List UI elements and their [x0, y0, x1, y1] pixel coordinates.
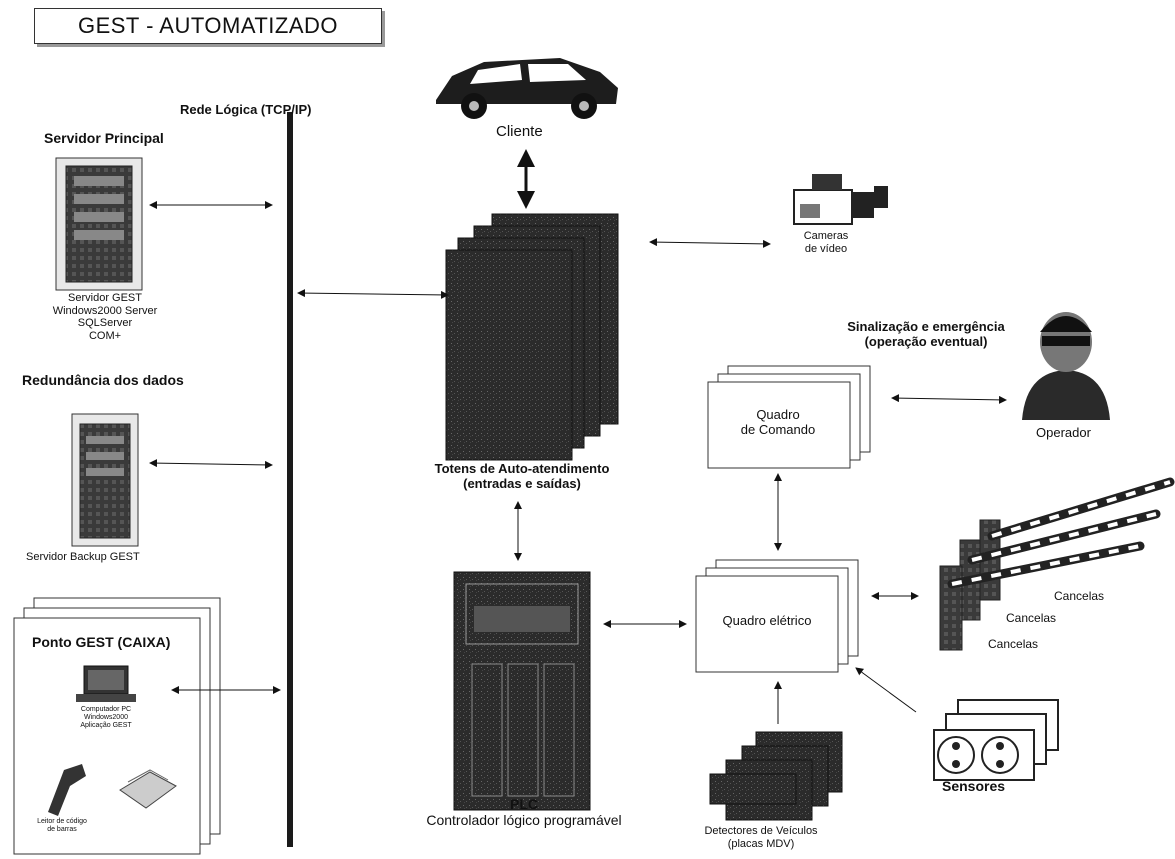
cameras-line-2: de vídeo	[804, 242, 848, 255]
detectors-caption: Detectores de Veículos (placas MDV)	[676, 825, 846, 850]
main-server-heading: Servidor Principal	[44, 130, 164, 146]
cashier-computer-caption: Computador PC Windows2000 Aplicação GEST	[56, 706, 156, 730]
cashier-heading: Ponto GEST (CAIXA)	[32, 634, 171, 650]
video-camera-icon	[793, 174, 888, 225]
electric-panel-stack	[695, 559, 859, 673]
scanner-caption-line-1: Leitor de código	[37, 818, 87, 825]
operator-icon	[1022, 312, 1110, 420]
arrow-command-operator	[891, 394, 1007, 404]
receipt-printer-icon	[119, 769, 177, 809]
backup-server-icon	[71, 413, 139, 547]
gate-label-3: Cancelas	[988, 637, 1039, 651]
scanner-caption-line-2: de barras	[47, 826, 77, 834]
signaling-line-1: Sinalização e emergência	[847, 319, 1005, 334]
kiosk-stack-icon	[445, 213, 619, 461]
signaling-line-2: (operação eventual)	[864, 333, 988, 349]
vehicle-detectors-icon	[709, 731, 843, 821]
plc-cabinet-icon	[453, 571, 591, 811]
gate-barriers-icon	[939, 477, 1175, 651]
electric-panel-label: Quadro elétrico	[722, 613, 812, 628]
main-server-line-1: Servidor GEST	[68, 292, 142, 304]
barcode-scanner-icon	[48, 764, 86, 816]
gate-label-2: Cancelas	[1006, 611, 1057, 625]
signaling-caption: Sinalização e emergência (operação event…	[826, 319, 1026, 350]
main-server-line-3: SQLServer	[77, 317, 133, 330]
scanner-caption: Leitor de código de barras	[22, 818, 102, 834]
kiosks-line-2: (entradas e saídas)	[463, 475, 581, 491]
main-server-line-4: COM+	[88, 329, 122, 342]
cameras-caption: Cameras de vídeo	[796, 230, 856, 255]
main-server-caption: Servidor GEST Windows2000 Server SQLServ…	[30, 292, 180, 343]
car-icon	[436, 58, 618, 119]
arrow-sensors-electric	[855, 667, 917, 713]
client-label: Cliente	[496, 123, 543, 140]
diagram-title-box: GEST - AUTOMATIZADO	[34, 8, 382, 44]
cashier-computer-icon	[76, 665, 136, 702]
cashier-computer-line-1: Computador PC	[80, 706, 132, 713]
plc-line-2: Controlador lógico programável	[426, 812, 622, 829]
network-label: Rede Lógica (TCP/IP)	[180, 102, 312, 117]
network-backbone-line	[287, 112, 293, 847]
command-panel-caption: Quadro de Comando	[718, 407, 838, 438]
cameras-line-1: Cameras	[803, 230, 849, 242]
kiosks-line-1: Totens de Auto-atendimento	[434, 461, 610, 476]
cashier-computer-line-3: Aplicação GEST	[80, 722, 132, 730]
arrow-kiosks-cameras	[649, 238, 771, 248]
backup-server-caption: Servidor Backup GEST	[26, 551, 140, 563]
command-panel-stack	[707, 365, 871, 469]
kiosks-caption: Totens de Auto-atendimento (entradas e s…	[412, 461, 632, 492]
main-server-line-2: Windows2000 Server	[52, 304, 158, 317]
arrow-backup-network	[149, 459, 273, 469]
detectors-line-1: Detectores de Veículos	[704, 825, 818, 837]
plc-line-1: PLC	[510, 796, 538, 812]
gate-label-1: Cancelas	[1054, 589, 1105, 603]
main-server-icon	[55, 157, 143, 291]
backup-server-heading: Redundância dos dados	[22, 372, 184, 388]
plc-caption: PLC Controlador lógico programável	[404, 796, 644, 828]
diagram-title: GEST - AUTOMATIZADO	[77, 13, 339, 38]
command-panel-line-1: Quadro	[756, 407, 800, 422]
sensors-icon	[933, 699, 1059, 781]
detectors-line-2: (placas MDV)	[727, 837, 795, 850]
sensors-label: Sensores	[942, 778, 1006, 794]
command-panel-line-2: de Comando	[740, 421, 816, 437]
cashier-computer-line-2: Windows2000	[84, 714, 128, 722]
arrow-network-kiosks	[297, 289, 449, 299]
operator-label: Operador	[1036, 425, 1091, 440]
